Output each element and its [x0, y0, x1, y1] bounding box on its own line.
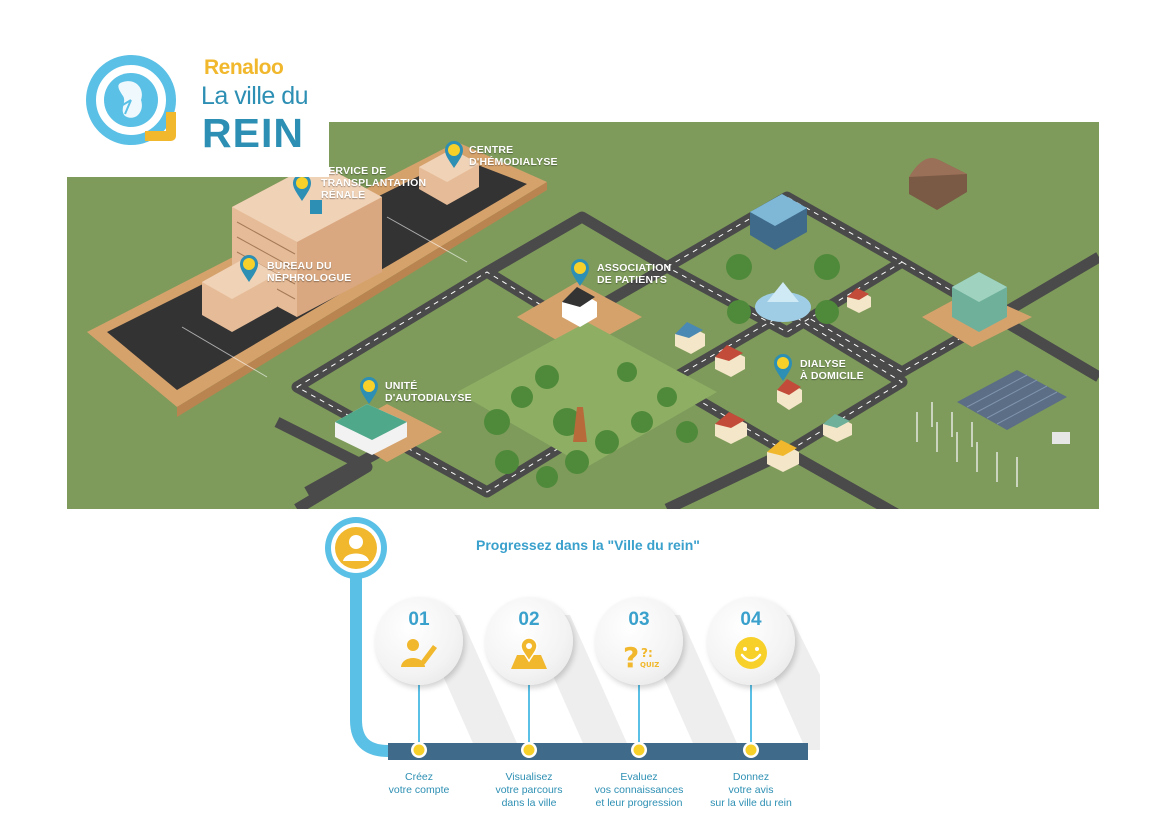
renaloo-logo[interactable]: Renaloo La ville du REIN	[67, 40, 329, 177]
step-03[interactable]: 03 ? ?: QUIZ	[595, 597, 683, 685]
nephrologue-label[interactable]: BUREAU DU NÉPHROLOGUE	[267, 260, 352, 284]
svg-text:QUIZ: QUIZ	[640, 661, 659, 669]
user-avatar-icon[interactable]	[323, 515, 389, 585]
step-number: 02	[518, 609, 540, 630]
step-02-label: Visualisez votre parcours dans la ville	[495, 771, 563, 809]
autodialyse-pin-icon[interactable]	[359, 377, 379, 405]
nephrologue-pin-icon[interactable]	[239, 255, 259, 283]
logo-brand: Renaloo	[204, 56, 284, 79]
association-label[interactable]: ASSOCIATION DE PATIENTS	[597, 262, 672, 286]
step-03-label: Evaluez vos connaissances et leur progre…	[594, 771, 684, 809]
city-map[interactable]: SERVICE DE TRANSPLANTATION RÉNALE CENTRE…	[67, 122, 1099, 509]
transplantation-label[interactable]: SERVICE DE TRANSPLANTATION RÉNALE	[321, 165, 427, 201]
logo-title-line1: La ville du	[201, 82, 309, 110]
smiley-icon	[735, 637, 767, 669]
svg-text:?:: ?:	[641, 646, 653, 660]
domicile-label[interactable]: DIALYSE À DOMICILE	[800, 358, 864, 382]
step-number: 04	[740, 609, 762, 630]
logo-title-line2: REIN	[202, 110, 304, 156]
step-02[interactable]: 02	[485, 597, 573, 685]
step-number: 01	[408, 609, 430, 630]
quiz-icon: ? ?: QUIZ	[623, 641, 659, 671]
step-01[interactable]: 01	[375, 597, 463, 685]
association-pin-icon[interactable]	[570, 259, 590, 287]
hemodialyse-pin-icon[interactable]	[444, 141, 464, 169]
step-04[interactable]: 04	[707, 597, 795, 685]
autodialyse-label[interactable]: UNITÉ D'AUTODIALYSE	[385, 380, 472, 404]
person-pencil-icon	[401, 639, 437, 667]
step-number: 03	[628, 609, 650, 630]
kidney-logo-icon	[86, 55, 176, 145]
step-01-label: Créez votre compte	[388, 771, 450, 796]
domicile-pin-icon[interactable]	[773, 354, 793, 382]
city-map-illustration	[87, 142, 1099, 509]
transplantation-pin-icon[interactable]	[292, 174, 312, 202]
step-04-label: Donnez votre avis sur la ville du rein	[710, 771, 792, 809]
progress-title: Progressez dans la "Ville du rein"	[476, 537, 700, 553]
hemodialyse-label[interactable]: CENTRE D'HÉMODIALYSE	[469, 144, 558, 168]
map-pin-icon	[511, 637, 547, 669]
progress-dots	[411, 742, 759, 758]
svg-text:?: ?	[623, 641, 639, 671]
